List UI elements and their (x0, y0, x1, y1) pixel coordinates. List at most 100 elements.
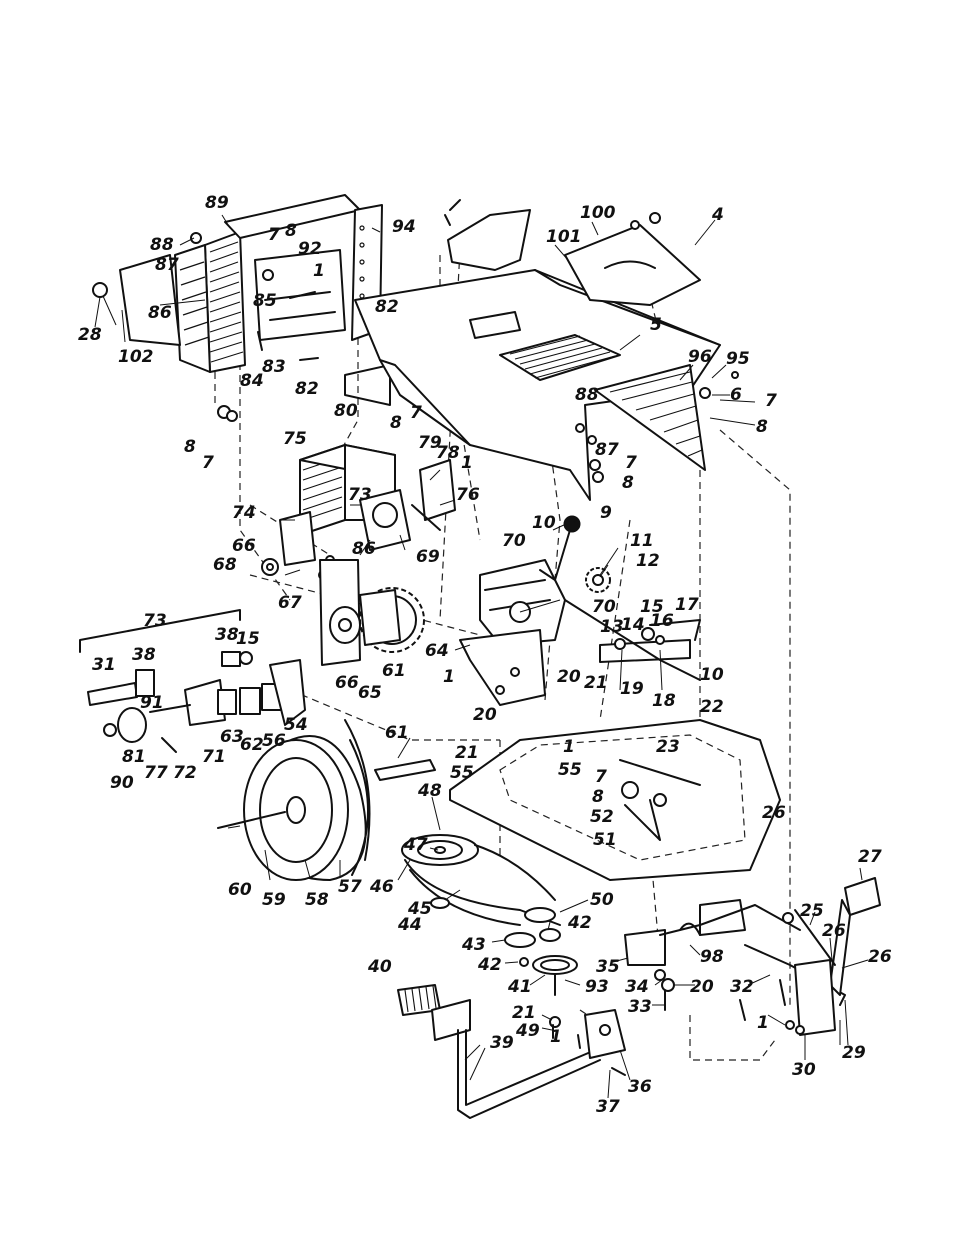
callout-19: 19 (620, 679, 644, 699)
callout-79: 79 (418, 433, 442, 453)
callout-30: 30 (792, 1060, 816, 1080)
callout-25: 25 (800, 901, 824, 921)
callout-1: 1 (313, 261, 325, 281)
callout-61b: 61 (385, 723, 409, 743)
callout-26: 26 (762, 803, 786, 823)
belt-pulleys (401, 834, 578, 996)
callout-15b: 15 (236, 629, 260, 649)
callout-8d: 8 (622, 473, 634, 493)
callout-73: 73 (348, 485, 372, 505)
callout-71: 71 (202, 747, 226, 767)
callout-86b: 86 (352, 539, 376, 559)
callout-36: 36 (628, 1077, 652, 1097)
callout-92: 92 (298, 239, 322, 259)
callout-100: 100 (580, 203, 616, 223)
callout-28: 28 (78, 325, 102, 345)
callout-29: 29 (842, 1043, 866, 1063)
callout-8b: 8 (184, 437, 196, 457)
callout-72: 72 (173, 763, 197, 783)
callout-70: 70 (502, 531, 526, 551)
callout-11: 11 (630, 531, 654, 551)
callout-43: 43 (461, 935, 486, 955)
callout-87: 87 (155, 255, 179, 275)
callout-8e: 8 (390, 413, 402, 433)
callout-87b: 87 (595, 440, 619, 460)
callout-21: 21 (584, 673, 608, 693)
callout-7e: 7 (410, 403, 422, 423)
callout-59: 59 (262, 890, 286, 910)
callout-7f: 7 (595, 767, 607, 787)
callout-4: 4 (711, 205, 724, 225)
callout-1b: 1 (461, 453, 473, 473)
callout-8: 8 (285, 221, 297, 241)
callout-58: 58 (305, 890, 329, 910)
callout-68: 68 (213, 555, 237, 575)
callout-26b: 26 (822, 921, 846, 941)
leader-lines (94, 214, 869, 1099)
callout-61: 61 (382, 661, 406, 681)
callout-23: 23 (656, 737, 680, 757)
callout-46: 46 (369, 877, 394, 897)
callout-7: 7 (268, 225, 280, 245)
callout-1f: 1 (757, 1013, 769, 1033)
callout-numbers: 89 94 88 7 8 87 92 1 86 85 28 102 84 83 … (78, 193, 892, 1117)
callout-32: 32 (730, 977, 754, 997)
callout-33: 33 (628, 997, 652, 1017)
callout-34: 34 (625, 977, 649, 997)
callout-89: 89 (205, 193, 229, 213)
callout-66b: 66 (335, 673, 359, 693)
callout-9: 9 (600, 503, 612, 523)
callout-31: 31 (92, 655, 116, 675)
callout-84: 84 (240, 371, 264, 391)
callout-52: 52 (590, 807, 614, 827)
callout-88: 88 (150, 235, 174, 255)
fender-body (354, 199, 739, 501)
callout-64: 64 (425, 641, 449, 661)
callout-77: 77 (144, 763, 168, 783)
callout-51: 51 (593, 830, 617, 850)
callout-7b: 7 (202, 453, 214, 473)
callout-101: 101 (546, 227, 582, 247)
callout-67: 67 (278, 593, 302, 613)
callout-75: 75 (283, 429, 307, 449)
callout-91: 91 (140, 693, 164, 713)
callout-88b: 88 (575, 385, 599, 405)
callout-42b: 42 (477, 955, 502, 975)
callout-82b: 82 (375, 297, 399, 317)
callout-18: 18 (652, 691, 676, 711)
callout-55b: 55 (558, 760, 582, 780)
axle-parts (79, 609, 436, 781)
callout-81: 81 (122, 747, 146, 767)
callout-40: 40 (367, 957, 392, 977)
callout-26c: 26 (868, 947, 892, 967)
callout-35: 35 (596, 957, 620, 977)
callout-69: 69 (416, 547, 440, 567)
pedal-assembly (397, 877, 881, 1119)
callout-41: 41 (507, 977, 532, 997)
callout-37: 37 (596, 1097, 620, 1117)
callout-1c: 1 (443, 667, 455, 687)
callout-85: 85 (253, 291, 277, 311)
callout-50: 50 (590, 890, 614, 910)
callout-96: 96 (688, 347, 712, 367)
callout-22: 22 (700, 697, 724, 717)
callout-62: 62 (240, 735, 264, 755)
callout-39: 39 (490, 1033, 514, 1053)
callout-55: 55 (450, 763, 474, 783)
callout-65: 65 (358, 683, 382, 703)
callout-5: 5 (650, 315, 662, 335)
callout-56: 56 (262, 731, 286, 751)
callout-63: 63 (220, 727, 244, 747)
callout-8c: 8 (756, 417, 768, 437)
callout-47: 47 (403, 835, 428, 855)
callout-10: 10 (532, 513, 556, 533)
callout-38b: 38 (132, 645, 156, 665)
callout-45: 45 (407, 899, 432, 919)
callout-10b: 10 (700, 665, 724, 685)
transmission-cover (261, 444, 456, 580)
callout-54: 54 (284, 715, 308, 735)
callout-27: 27 (858, 847, 882, 867)
callout-73b: 73 (143, 611, 167, 631)
callout-7c: 7 (765, 391, 777, 411)
callout-20b: 20 (473, 705, 497, 725)
